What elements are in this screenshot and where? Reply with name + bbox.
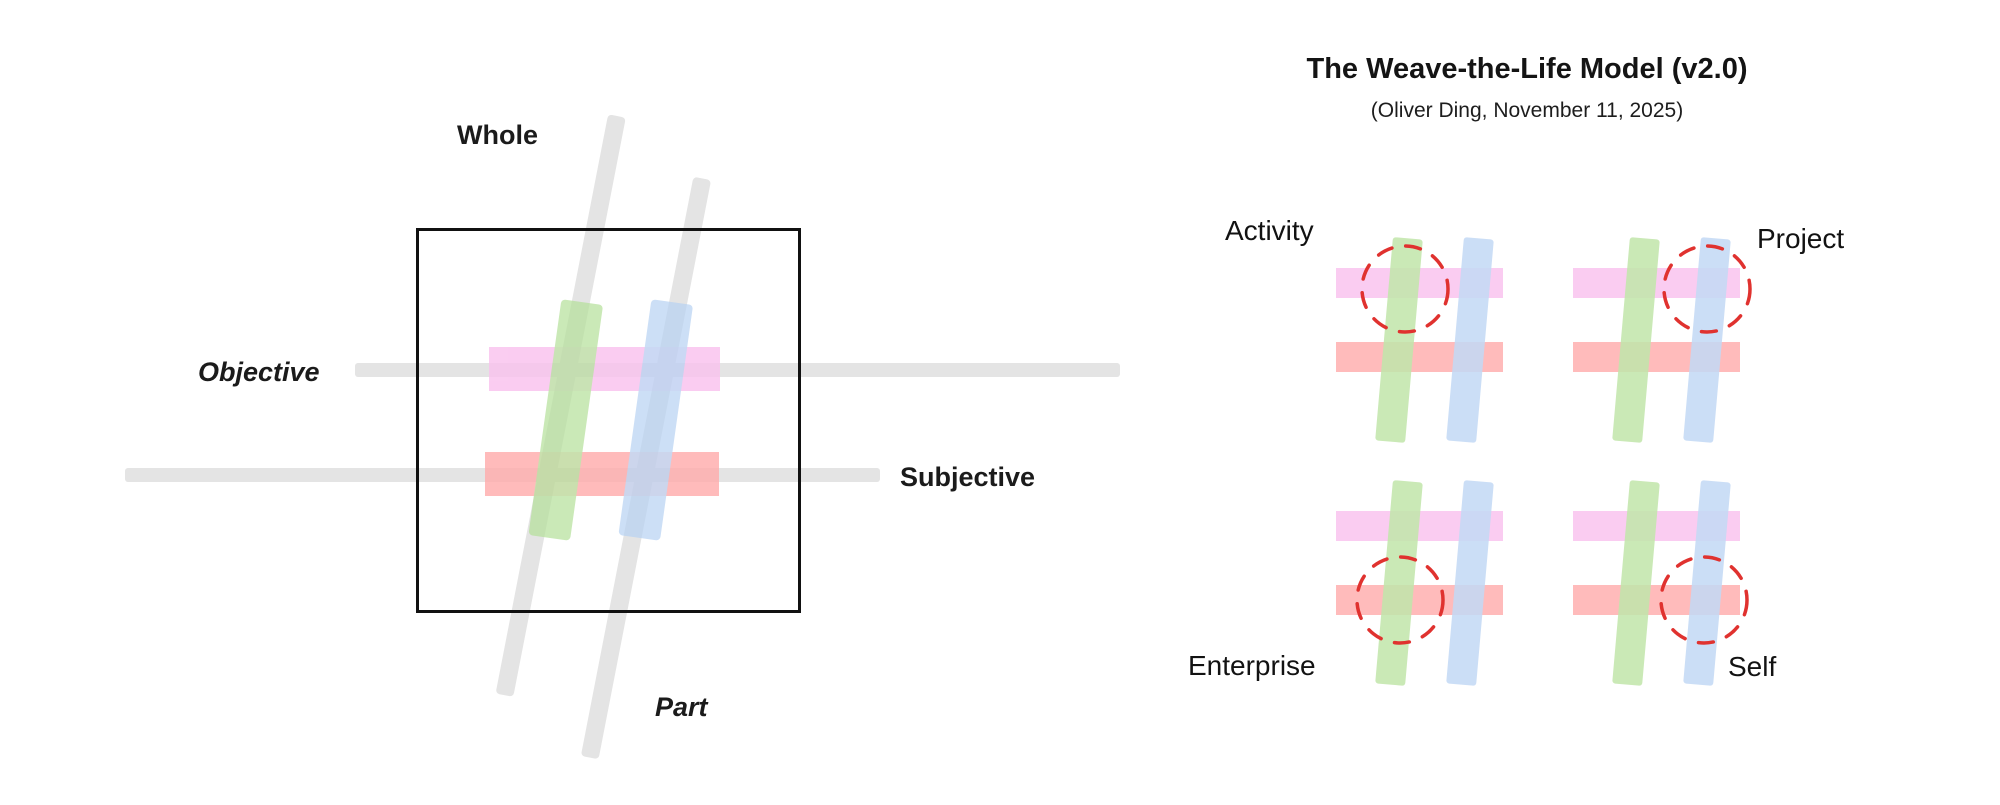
objective-axis-bar (355, 363, 1120, 377)
label-subjective: Subjective (900, 462, 1035, 492)
label-part: Part (655, 692, 709, 722)
blue-bar (1446, 237, 1494, 443)
blue-bar (1683, 480, 1731, 686)
quadrant-enterprise-bars (1336, 480, 1503, 686)
label-whole: Whole (457, 120, 538, 150)
blue-bar (1446, 480, 1494, 686)
highlight-ring-icon (1355, 555, 1445, 645)
main-diagram: Whole Part Objective Subjective (125, 114, 1120, 759)
quadrant-activity-bars (1336, 237, 1503, 443)
quadrant-project[interactable]: Project (1573, 223, 1844, 443)
quadrant-activity[interactable]: Activity (1225, 215, 1503, 443)
highlight-ring-icon (1659, 555, 1749, 645)
quadrant-label-project: Project (1757, 223, 1844, 254)
label-objective: Objective (198, 357, 320, 387)
quadrant-label-activity: Activity (1225, 215, 1314, 246)
quadrant-label-enterprise: Enterprise (1188, 650, 1316, 681)
green-whole-part-bar (528, 299, 603, 541)
highlight-ring-icon (1360, 244, 1450, 334)
green-bar (1612, 237, 1660, 443)
title-block: The Weave-the-Life Model (v2.0) (Oliver … (1307, 53, 1748, 122)
green-bar (1375, 237, 1423, 443)
quadrant-self-bars (1573, 480, 1740, 686)
blue-bar (1683, 237, 1731, 443)
main-colored-bars (485, 299, 720, 541)
model-frame-box (416, 228, 801, 613)
quadrant-self[interactable]: Self (1573, 480, 1776, 686)
quadrant-label-self: Self (1728, 651, 1776, 682)
quadrant-project-bars (1573, 237, 1740, 443)
green-bar (1375, 480, 1423, 686)
page-subtitle: (Oliver Ding, November 11, 2025) (1371, 99, 1683, 122)
quadrant-enterprise[interactable]: Enterprise (1188, 480, 1503, 686)
green-bar (1612, 480, 1660, 686)
red-subjective-bar (485, 452, 719, 496)
highlight-ring-icon (1662, 244, 1752, 334)
page-title: The Weave-the-Life Model (v2.0) (1307, 53, 1748, 85)
blue-whole-part-bar (618, 299, 693, 541)
